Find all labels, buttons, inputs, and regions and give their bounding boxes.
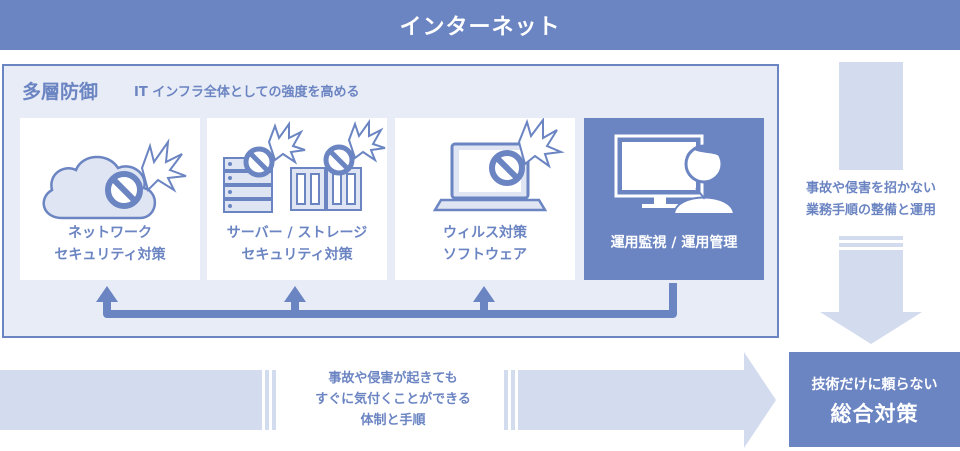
card-server-storage-security: サーバー / ストレージ セキュリティ対策 <box>207 118 387 280</box>
attack-burst-icon <box>267 120 306 165</box>
response-line2: すぐに気付くことができる <box>315 392 471 407</box>
card-server-line1: サーバー / ストレージ <box>226 225 368 241</box>
result-line1: 技術だけに頼らない <box>811 377 938 393</box>
up-arrowhead <box>473 286 495 302</box>
panel-title: 多層防御 <box>22 81 99 103</box>
prohibited-icon <box>105 171 143 209</box>
attack-burst-icon <box>140 138 187 193</box>
cloud-icon <box>42 138 187 220</box>
panel-subtitle: IT インフラ全体としての強度を高める <box>134 85 360 100</box>
person-icon <box>672 144 736 215</box>
response-line1: 事故や侵害が起きても <box>328 371 458 386</box>
procedure-text: 事故や侵害を招かない 業務手順の整備と運用 <box>782 178 960 222</box>
card-antivirus-software: ウィルス対策 ソフトウェア <box>395 118 575 280</box>
operator-monitor-icon <box>614 134 736 215</box>
attack-burst-icon <box>517 118 565 169</box>
card-network-line2: セキュリティ対策 <box>54 247 166 263</box>
response-text: 事故や侵害が起きても すぐに気付くことができる 体制と手順 <box>283 368 503 431</box>
card-server-line2: セキュリティ対策 <box>241 247 353 263</box>
card-antivirus-line2: ソフトウェア <box>443 247 527 263</box>
up-arrowhead <box>284 286 306 302</box>
procedure-line2: 業務手順の整備と運用 <box>805 203 936 218</box>
internet-label: インターネット <box>399 15 561 40</box>
prohibited-icon <box>243 144 355 178</box>
card-network-security: ネットワーク セキュリティ対策 <box>20 118 200 280</box>
prohibited-icon <box>489 150 525 186</box>
laptop-icon <box>432 118 565 212</box>
internet-banner: インターネット <box>0 0 960 50</box>
up-arrowhead <box>96 286 118 302</box>
server-storage-icon <box>223 118 386 213</box>
card-network-line1: ネットワーク <box>68 225 152 241</box>
comprehensive-measures-box: 技術だけに頼らない 総合対策 <box>789 352 960 447</box>
card-operations-monitoring: 運用監視 / 運用管理 <box>584 118 764 280</box>
procedure-line1: 事故や侵害を招かない <box>805 181 936 196</box>
down-arrow-right <box>820 62 922 344</box>
right-arrow-bottom <box>0 352 776 448</box>
card-operations-line1: 運用監視 / 運用管理 <box>610 235 738 251</box>
attack-burst-icon <box>347 118 386 163</box>
result-line2: 総合対策 <box>830 402 919 426</box>
card-antivirus-line1: ウィルス対策 <box>443 225 527 241</box>
response-line3: 体制と手順 <box>360 413 426 428</box>
